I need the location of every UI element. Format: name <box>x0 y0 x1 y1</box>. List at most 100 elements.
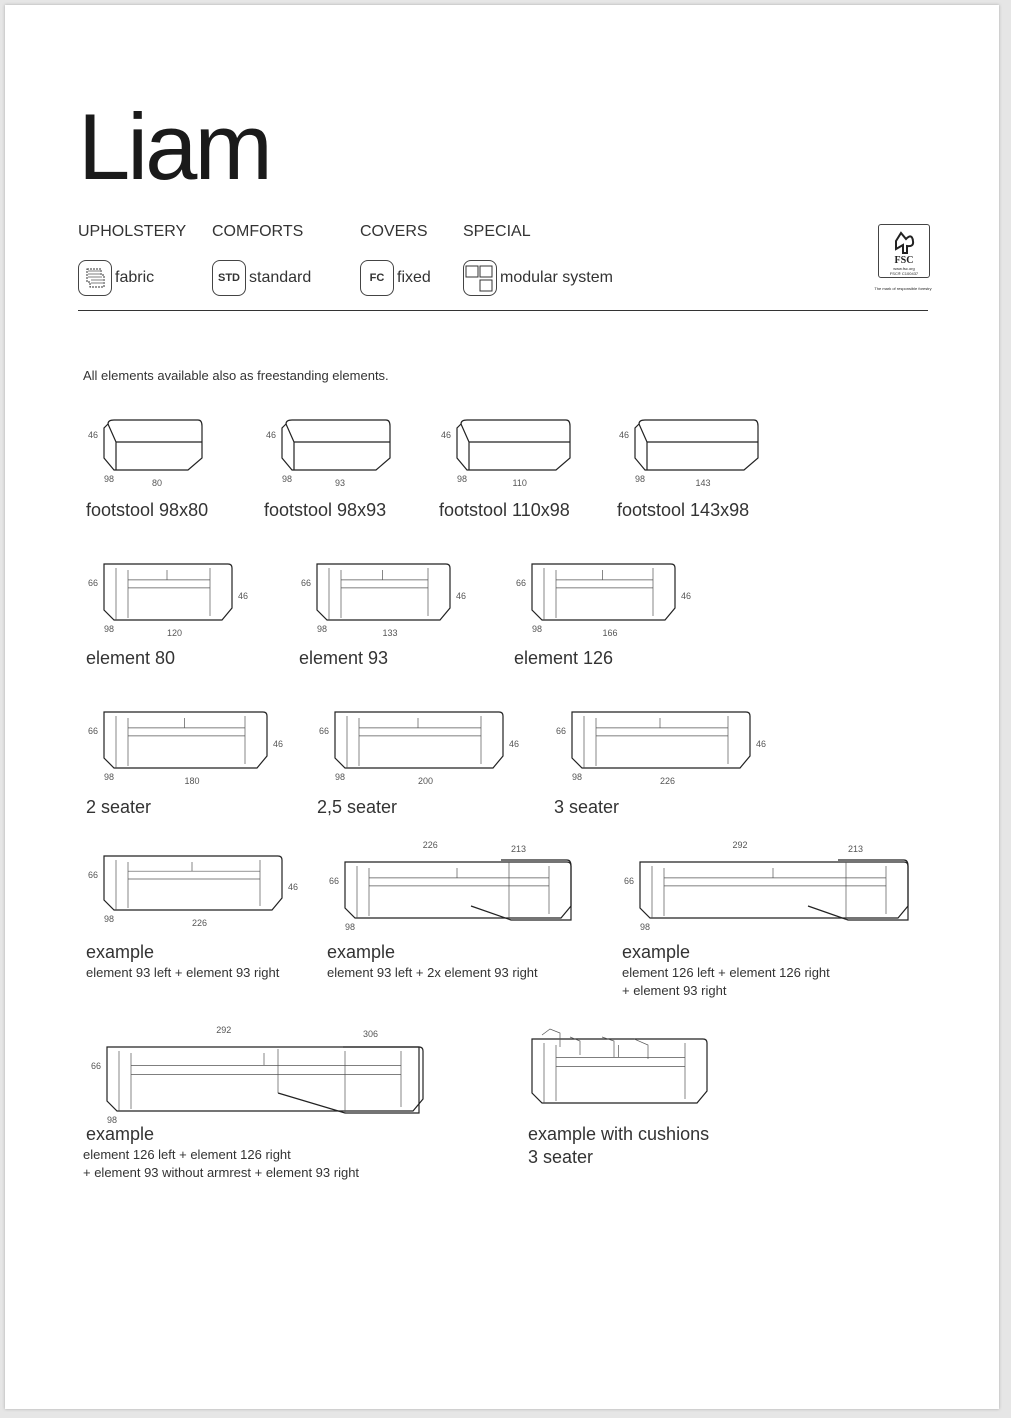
sofa-drawing <box>103 711 268 769</box>
sofa-drawing <box>316 563 451 621</box>
height-dimension: 66 <box>329 876 340 886</box>
item-composition: element 93 left + 2x element 93 right <box>327 965 538 980</box>
sofa-drawing <box>531 563 676 621</box>
height-dimension: 46 <box>619 430 630 440</box>
depth-dimension: 98 <box>572 772 583 782</box>
height-dimension: 46 <box>266 430 277 440</box>
fsc-code: FSC® C100437 <box>889 271 919 276</box>
depth-dimension: 98 <box>640 922 651 932</box>
side-width-dimension: 213 <box>511 844 527 854</box>
covers-feature: FC fixed <box>360 260 431 296</box>
item-title: footstool 143x98 <box>617 500 750 520</box>
standard-comfort-icon: STD <box>212 260 246 296</box>
sofa-drawing <box>639 859 909 921</box>
depth-dimension: 98 <box>104 914 115 924</box>
footstool-drawing <box>103 419 203 471</box>
fixed-cover-icon: FC <box>360 260 394 296</box>
height-dimension: 66 <box>88 870 99 880</box>
special-feature: modular system <box>463 260 613 296</box>
upholstery-value: fabric <box>115 269 155 286</box>
depth-dimension: 98 <box>104 772 115 782</box>
covers-value: fixed <box>397 269 431 286</box>
width-dimension: 93 <box>335 478 346 488</box>
width-dimension: 80 <box>152 478 163 488</box>
side-width-dimension: 306 <box>363 1029 379 1039</box>
height-dimension: 66 <box>516 578 527 588</box>
sofa-drawing <box>334 711 504 769</box>
item-title: element 126 <box>514 648 614 668</box>
special-value: modular system <box>500 269 613 286</box>
modular-system-icon <box>463 260 497 296</box>
sofa-drawing <box>344 859 572 921</box>
item-composition: + element 93 without armrest + element 9… <box>83 1165 360 1180</box>
height-dimension: 66 <box>624 876 635 886</box>
width-dimension: 120 <box>167 628 183 638</box>
item-composition: + element 93 right <box>622 983 727 998</box>
seat-height-dimension: 46 <box>238 591 249 601</box>
side-width-dimension: 213 <box>848 844 864 854</box>
depth-dimension: 98 <box>345 922 356 932</box>
depth-dimension: 98 <box>317 624 328 634</box>
depth-dimension: 98 <box>282 474 293 484</box>
seat-height-dimension: 46 <box>288 882 299 892</box>
footstool-drawing <box>456 419 571 471</box>
item-title: 3 seater <box>554 797 620 817</box>
height-dimension: 66 <box>301 578 312 588</box>
availability-note: All elements available also as freestand… <box>83 368 389 383</box>
item-title: 2 seater <box>86 797 152 817</box>
height-dimension: 46 <box>441 430 452 440</box>
covers-label: COVERS <box>360 223 428 240</box>
seat-height-dimension: 46 <box>756 739 767 749</box>
item-composition: element 126 left + element 126 right <box>83 1147 291 1162</box>
width-dimension: 226 <box>660 776 676 786</box>
footstool-drawing <box>281 419 391 471</box>
sofa-drawing <box>571 711 751 769</box>
width-dimension: 143 <box>695 478 711 488</box>
fsc-logo: FSC www.fsc.org FSC® C100437 <box>878 224 930 278</box>
width-dimension: 200 <box>418 776 434 786</box>
item-title: footstool 98x80 <box>86 500 209 520</box>
seat-height-dimension: 46 <box>681 591 692 601</box>
sofa-drawing <box>106 1046 424 1114</box>
width-dimension: 110 <box>512 478 527 488</box>
seat-height-dimension: 46 <box>456 591 467 601</box>
sofa-drawing <box>103 563 233 621</box>
width-dimension: 166 <box>602 628 618 638</box>
sofa-drawing <box>531 1028 708 1104</box>
upholstery-label: UPHOLSTERY <box>78 223 187 240</box>
height-dimension: 66 <box>88 578 99 588</box>
upholstery-feature: fabric <box>78 260 154 296</box>
item-title: element 80 <box>86 648 176 668</box>
footstool-drawing <box>634 419 759 471</box>
product-title: Liam <box>78 94 273 199</box>
product-sheet-page: Liam UPHOLSTERY COMFORTS COVERS SPECIAL … <box>5 5 999 1409</box>
item-title: example <box>327 942 396 962</box>
height-dimension: 66 <box>556 726 567 736</box>
fsc-tree-icon <box>895 231 915 254</box>
top-width-dimension: 292 <box>216 1025 232 1035</box>
fabric-swatch-icon <box>78 260 112 296</box>
depth-dimension: 98 <box>635 474 646 484</box>
height-dimension: 66 <box>319 726 330 736</box>
top-width-dimension: 226 <box>422 840 438 850</box>
fsc-site: www.fsc.org <box>893 266 915 271</box>
depth-dimension: 98 <box>104 624 115 634</box>
comforts-label: COMFORTS <box>212 223 304 240</box>
depth-dimension: 98 <box>457 474 468 484</box>
item-title: element 93 <box>299 648 389 668</box>
seat-height-dimension: 46 <box>509 739 520 749</box>
height-dimension: 66 <box>88 726 99 736</box>
depth-dimension: 98 <box>335 772 346 782</box>
special-label: SPECIAL <box>463 223 531 240</box>
item-title: example <box>86 942 155 962</box>
sofa-drawing <box>103 855 283 911</box>
item-title: example <box>622 942 691 962</box>
item-title: footstool 110x98 <box>439 500 570 520</box>
height-dimension: 66 <box>91 1061 102 1071</box>
width-dimension: 180 <box>184 776 200 786</box>
seat-height-dimension: 46 <box>273 739 284 749</box>
item-title: footstool 98x93 <box>264 500 387 520</box>
width-dimension: 133 <box>382 628 398 638</box>
height-dimension: 46 <box>88 430 99 440</box>
item-title: example <box>86 1124 155 1144</box>
